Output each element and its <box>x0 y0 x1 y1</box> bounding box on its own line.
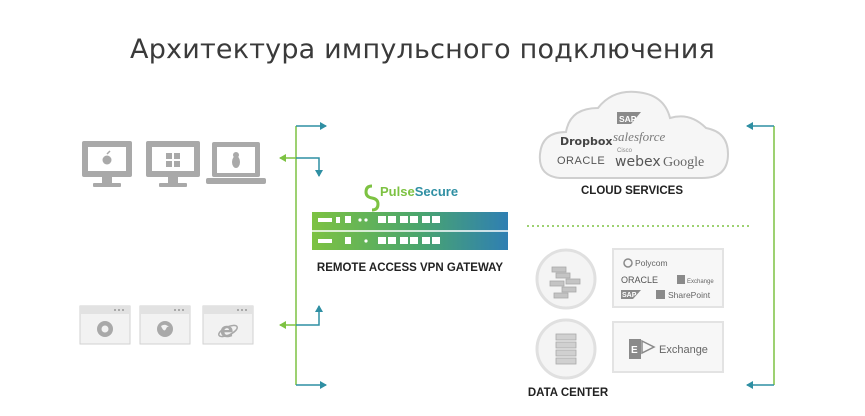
client-connectors <box>279 122 327 389</box>
svg-text:SharePoint: SharePoint <box>668 290 711 300</box>
polycom-logo: Polycom <box>623 258 668 268</box>
exchange-small-logo: Exchange <box>677 275 714 285</box>
vpn-gateway-appliance <box>312 212 508 250</box>
cloud-services-icon: SAP Dropbox salesforce ORACLE Cisco webe… <box>538 90 730 179</box>
svg-text:PulseSecure: PulseSecure <box>380 184 458 199</box>
windows-desktop-icon <box>146 141 200 187</box>
page-title: Архитектура импульсного подключения <box>130 34 715 65</box>
cloud-services-label: CLOUD SERVICES <box>581 185 683 197</box>
google-logo: Google <box>663 155 704 170</box>
linux-laptop-icon <box>206 142 266 184</box>
svg-text:Exchange: Exchange <box>687 279 714 285</box>
server-rack-icon <box>535 318 597 380</box>
webex-logo: webex <box>615 154 661 170</box>
sap-dc-logo: SAP <box>621 290 641 299</box>
exchange-icon: E <box>629 339 656 359</box>
apple-desktop-icon <box>82 141 132 187</box>
svg-text:Polycom: Polycom <box>635 258 668 268</box>
gateway-label: REMOTE ACCESS VPN GATEWAY <box>317 262 503 274</box>
brand-pulse: Pulse <box>380 184 415 199</box>
sap-logo: SAP <box>617 112 641 124</box>
brand-secure: Secure <box>415 184 458 199</box>
salesforce-logo: salesforce <box>613 129 665 144</box>
cisco-logo: Cisco <box>617 148 633 154</box>
chrome-browser-icon <box>79 305 131 345</box>
ie-browser-icon: e <box>202 305 254 345</box>
svg-text:SAP: SAP <box>622 292 637 299</box>
firefox-browser-icon <box>139 305 191 345</box>
dropbox-logo: Dropbox <box>560 135 613 148</box>
server-cluster-icon <box>535 248 597 310</box>
pulse-secure-logo: PulseSecure <box>364 184 458 212</box>
oracle-logo: ORACLE <box>557 155 605 167</box>
exchange-label: Exchange <box>659 344 708 356</box>
data-center-label: DATA CENTER <box>528 387 609 399</box>
exchange-panel: E Exchange <box>612 321 724 373</box>
enterprise-apps-panel: Polycom ORACLE Exchange SAP SharePoint <box>612 248 724 308</box>
svg-text:SAP: SAP <box>619 114 637 124</box>
oracle-dc-logo: ORACLE <box>621 275 658 285</box>
svg-text:E: E <box>631 345 638 356</box>
resource-connectors <box>746 122 775 389</box>
sharepoint-logo: SharePoint <box>656 290 711 300</box>
